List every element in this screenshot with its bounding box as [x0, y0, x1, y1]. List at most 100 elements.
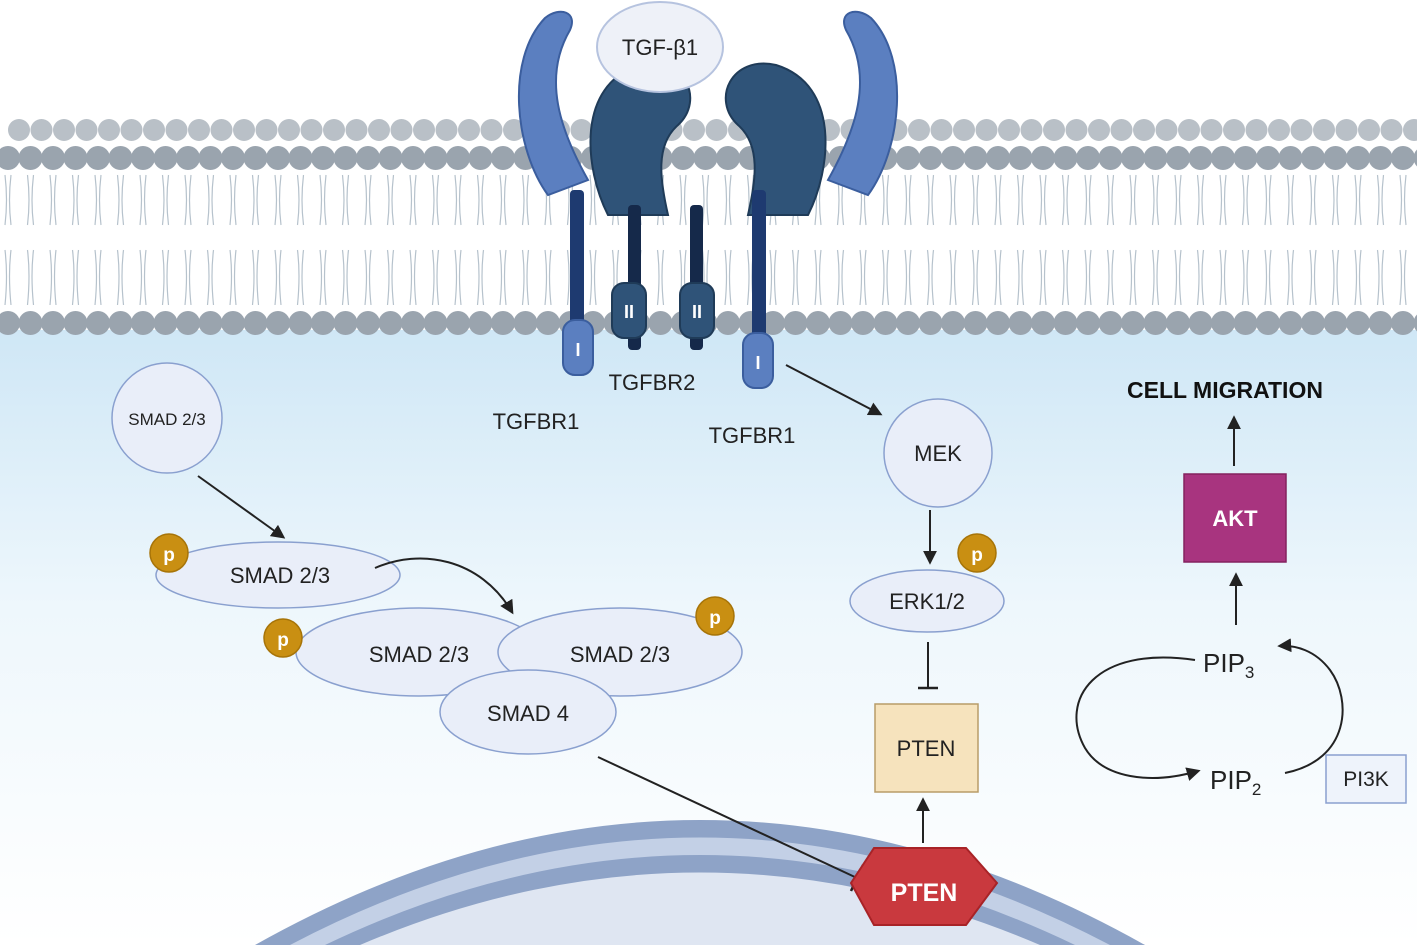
- lipid-head: [255, 119, 278, 141]
- lipid-head: [53, 119, 75, 141]
- lipid-tail: [769, 249, 777, 306]
- lipid-head: [333, 146, 358, 170]
- lipid-head: [288, 146, 313, 170]
- lipid-tail: [341, 174, 350, 226]
- lipid-head: [356, 146, 380, 170]
- lipid-head: [986, 146, 1010, 170]
- lipid-heads-outer-front: [0, 146, 1417, 170]
- lipid-head: [300, 119, 323, 141]
- tgf-beta1-ligand: [596, 1, 724, 93]
- mek-node: [883, 398, 993, 508]
- lipid-head: [86, 311, 110, 335]
- lipid-tail: [1196, 249, 1205, 306]
- pten-protein-label: PTEN: [897, 736, 956, 761]
- lipid-head: [176, 311, 200, 335]
- lipid-head: [1346, 146, 1370, 170]
- lipid-head: [1008, 146, 1033, 170]
- lipid-tail: [1106, 174, 1115, 226]
- tgfbr2-right-kinase-domain: [679, 282, 715, 339]
- lipid-head: [1178, 119, 1200, 141]
- lipid-head: [221, 146, 245, 170]
- lipid-head: [1413, 314, 1417, 332]
- lipid-head: [1076, 311, 1100, 335]
- erk-label: ERK1/2: [889, 589, 965, 614]
- lipid-head: [468, 311, 493, 335]
- lipid-tail: [1016, 249, 1025, 306]
- pi3k-box: [1325, 754, 1407, 804]
- lipid-tail: [26, 249, 35, 306]
- mek-label: MEK: [914, 441, 962, 466]
- tgfbr2-right-extracellular: [724, 62, 827, 216]
- tgfbr1-right-kinase-domain: [742, 332, 774, 389]
- lipid-head: [1323, 311, 1348, 335]
- pip2-subscript: 2: [1252, 780, 1261, 799]
- lipid-head: [1121, 311, 1145, 335]
- pip3-subscript: 3: [1245, 663, 1254, 682]
- lipid-tail: [206, 249, 215, 306]
- lipid-tail: [251, 249, 260, 306]
- tgfbr2-left-domain-label: II: [624, 302, 634, 322]
- lipid-tail: [341, 249, 350, 306]
- lipid-head: [716, 146, 740, 170]
- lipid-tail: [1309, 249, 1317, 306]
- lipid-head: [131, 311, 155, 335]
- lipid-tail: [881, 249, 890, 306]
- lipid-head: [468, 146, 493, 170]
- smad23-phospho-node: [155, 541, 401, 609]
- lipid-tail: [656, 249, 665, 306]
- lipid-head: [401, 146, 425, 170]
- lipid-head: [851, 311, 875, 335]
- lipid-head: [311, 311, 335, 335]
- tgfbr2-left-kinase-domain: [611, 282, 647, 339]
- lipid-head: [480, 119, 503, 141]
- lipid-tail: [4, 174, 12, 226]
- lipid-head: [806, 311, 830, 335]
- lipid-head: [1053, 311, 1078, 335]
- lipid-head: [98, 119, 120, 141]
- complex-smad23-left-label: SMAD 2/3: [369, 642, 469, 667]
- lipid-head: [63, 146, 88, 170]
- lipid-head: [108, 311, 133, 335]
- lipid-head: [1290, 119, 1313, 141]
- lipid-tails-outer: [4, 174, 1407, 226]
- lipid-tail: [49, 249, 57, 306]
- lipid-tail: [904, 249, 912, 306]
- lipid-head: [963, 311, 988, 335]
- lipid-tail: [994, 249, 1002, 306]
- lipid-tail: [1106, 249, 1115, 306]
- lipid-head: [683, 119, 705, 141]
- lipid-tail: [926, 249, 935, 306]
- lipid-head: [1076, 146, 1100, 170]
- lipid-tail: [139, 174, 147, 226]
- complex-smad4-node: [439, 669, 617, 755]
- lipid-head: [705, 119, 728, 141]
- tgfbr1-left-kinase-domain: [562, 319, 594, 376]
- lipid-head: [963, 146, 988, 170]
- lipid-head: [1380, 119, 1403, 141]
- lipid-head: [176, 146, 200, 170]
- lipid-head: [1031, 146, 1055, 170]
- tgfbr1-right-stalk: [752, 190, 766, 370]
- arrow-pip2-to-pip3: [1277, 638, 1344, 774]
- lipid-head: [75, 119, 98, 141]
- lipid-head: [1278, 146, 1303, 170]
- lipid-head: [1065, 119, 1088, 141]
- lipid-head: [918, 311, 943, 335]
- lipid-tail: [4, 249, 12, 306]
- smad-pathway: SMAD 2/3 SMAD 2/3 p SMAD 2/3 SMAD 2/3 SM…: [111, 362, 865, 892]
- lipid-head: [1143, 146, 1168, 170]
- lipid-head: [446, 311, 470, 335]
- lipid-head: [63, 311, 88, 335]
- lipid-head: [1245, 119, 1268, 141]
- lipid-head: [18, 311, 43, 335]
- complex-smad23-right-label: SMAD 2/3: [570, 642, 670, 667]
- lipid-head: [188, 119, 210, 141]
- lipid-tail: [859, 249, 867, 306]
- lipid-head: [1403, 119, 1417, 141]
- lipid-head: [221, 311, 245, 335]
- lipid-head: [570, 119, 593, 141]
- lipid-tail: [409, 174, 417, 226]
- lipid-head: [41, 311, 65, 335]
- lipid-tail: [1061, 174, 1070, 226]
